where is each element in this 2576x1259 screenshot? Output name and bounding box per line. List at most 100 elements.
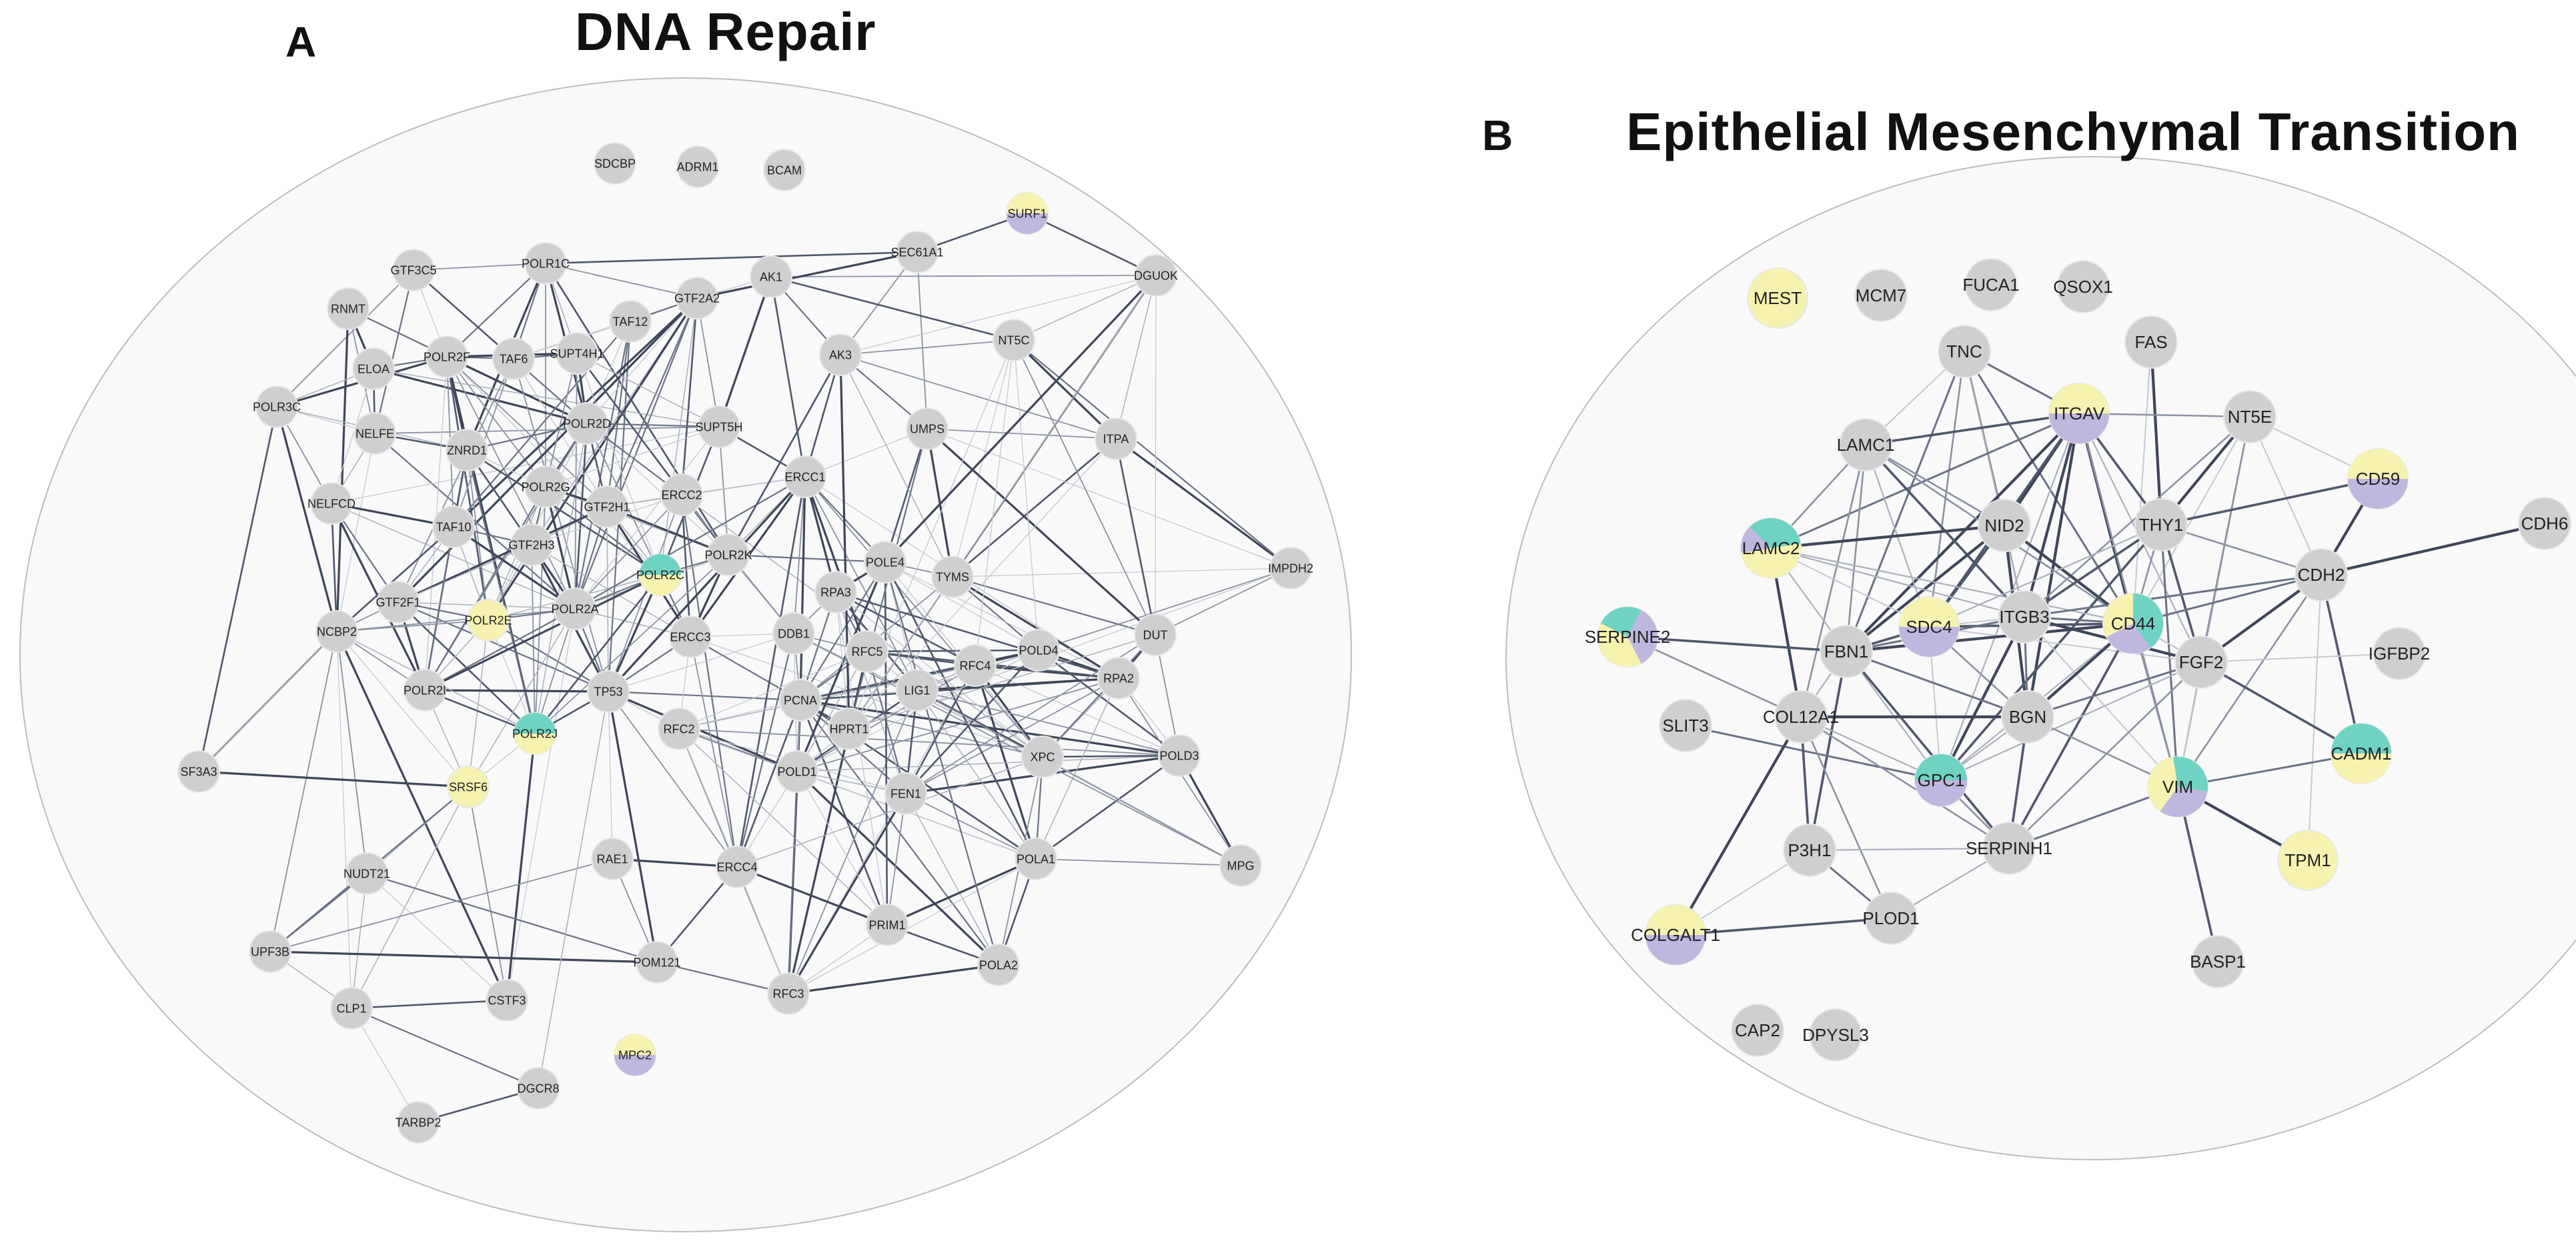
node-eloa[interactable]: ELOA xyxy=(352,347,395,390)
node-gtf2h3[interactable]: GTF2H3 xyxy=(508,523,555,566)
node-supt5h[interactable]: SUPT5H xyxy=(695,405,743,448)
node-pola1[interactable]: POLA1 xyxy=(1015,838,1057,880)
node-itgav[interactable]: ITGAV xyxy=(2048,383,2110,444)
node-taf12[interactable]: TAF12 xyxy=(609,300,652,343)
node-tyms[interactable]: TYMS xyxy=(931,555,974,598)
node-dut[interactable]: DUT xyxy=(1134,613,1177,656)
node-mpc2[interactable]: MPC2 xyxy=(614,1034,656,1076)
node-polr2g[interactable]: POLR2G xyxy=(521,465,570,508)
node-clp1[interactable]: CLP1 xyxy=(330,987,373,1030)
node-colgalt1[interactable]: COLGALT1 xyxy=(1631,904,1720,966)
node-rae1[interactable]: RAE1 xyxy=(591,838,634,880)
node-dpysl3[interactable]: DPYSL3 xyxy=(1802,1008,1869,1062)
node-rnmt[interactable]: RNMT xyxy=(327,287,370,330)
node-fas[interactable]: FAS xyxy=(2124,315,2178,369)
node-hprt1[interactable]: HPRT1 xyxy=(828,708,870,750)
node-ercc3[interactable]: ERCC3 xyxy=(669,615,712,658)
node-ercc4[interactable]: ERCC4 xyxy=(716,846,758,888)
node-gtf2f1[interactable]: GTF2F1 xyxy=(376,581,421,623)
node-rfc5[interactable]: RFC5 xyxy=(846,630,888,673)
node-pold4[interactable]: POLD4 xyxy=(1017,629,1060,672)
node-sec61a1[interactable]: SEC61A1 xyxy=(890,231,944,273)
node-pold3[interactable]: POLD3 xyxy=(1158,734,1201,777)
node-polr2e[interactable]: POLR2E xyxy=(464,599,512,642)
node-polr3c[interactable]: POLR3C xyxy=(253,385,301,428)
node-dguok[interactable]: DGUOK xyxy=(1134,254,1178,297)
node-polr2c[interactable]: POLR2C xyxy=(636,553,684,596)
node-thy1[interactable]: THY1 xyxy=(2134,498,2188,551)
node-col12a1[interactable]: COL12A1 xyxy=(1763,690,1839,744)
node-polr1c[interactable]: POLR1C xyxy=(522,242,570,285)
node-srsf6[interactable]: SRSF6 xyxy=(447,766,490,808)
node-ak1[interactable]: AK1 xyxy=(750,255,792,298)
node-fen1[interactable]: FEN1 xyxy=(884,772,927,815)
node-mpg[interactable]: MPG xyxy=(1219,844,1262,887)
node-lamc2[interactable]: LAMC2 xyxy=(1740,517,1802,579)
node-sf3a3[interactable]: SF3A3 xyxy=(177,750,220,793)
node-znrd1[interactable]: ZNRD1 xyxy=(446,429,488,471)
node-plod1[interactable]: PLOD1 xyxy=(1862,892,1920,945)
node-itgb3[interactable]: ITGB3 xyxy=(1998,590,2051,644)
node-fbn1[interactable]: FBN1 xyxy=(1820,625,1873,678)
node-rfc3[interactable]: RFC3 xyxy=(767,972,810,1015)
node-supt4h1[interactable]: SUPT4H1 xyxy=(550,332,604,375)
node-cstf3[interactable]: CSTF3 xyxy=(486,979,528,1022)
node-bcam[interactable]: BCAM xyxy=(763,149,806,191)
node-qsox1[interactable]: QSOX1 xyxy=(2053,260,2113,313)
node-rpa3[interactable]: RPA3 xyxy=(814,571,857,613)
node-cap2[interactable]: CAP2 xyxy=(1731,1004,1784,1057)
node-cdh6[interactable]: CDH6 xyxy=(2518,497,2571,550)
node-igfbp2[interactable]: IGFBP2 xyxy=(2369,627,2430,680)
node-ak3[interactable]: AK3 xyxy=(819,333,862,376)
node-ercc1[interactable]: ERCC1 xyxy=(784,455,826,498)
node-polr2j[interactable]: POLR2J xyxy=(512,712,558,755)
node-tnc[interactable]: TNC xyxy=(1938,325,1991,378)
node-nt5c[interactable]: NT5C xyxy=(993,319,1035,361)
node-p3h1[interactable]: P3H1 xyxy=(1783,824,1836,877)
node-surf1[interactable]: SURF1 xyxy=(1006,192,1049,235)
node-adrm1[interactable]: ADRM1 xyxy=(676,145,719,188)
node-dgcr8[interactable]: DGCR8 xyxy=(517,1067,560,1110)
node-mcm7[interactable]: MCM7 xyxy=(1854,269,1908,322)
node-nid2[interactable]: NID2 xyxy=(1978,499,2031,552)
node-sdc4[interactable]: SDC4 xyxy=(1898,596,1960,658)
node-polr2i[interactable]: POLR2I xyxy=(404,669,446,712)
node-basp1[interactable]: BASP1 xyxy=(2190,935,2246,988)
node-itpa[interactable]: ITPA xyxy=(1095,417,1137,460)
node-nelfe[interactable]: NELFE xyxy=(354,412,396,455)
node-tpm1[interactable]: TPM1 xyxy=(2277,830,2339,891)
node-serpinh1[interactable]: SERPINH1 xyxy=(1966,822,2052,875)
node-fuca1[interactable]: FUCA1 xyxy=(1962,258,2020,311)
node-polr2f[interactable]: POLR2F xyxy=(424,335,470,378)
node-pole4[interactable]: POLE4 xyxy=(864,541,906,583)
node-rfc2[interactable]: RFC2 xyxy=(658,708,700,750)
node-sdcbp[interactable]: SDCBP xyxy=(594,142,636,185)
node-slit3[interactable]: SLIT3 xyxy=(1659,699,1712,752)
node-mest[interactable]: MEST xyxy=(1747,267,1808,329)
node-lamc1[interactable]: LAMC1 xyxy=(1837,418,1895,471)
node-gtf2a2[interactable]: GTF2A2 xyxy=(674,277,720,319)
node-cadm1[interactable]: CADM1 xyxy=(2331,723,2392,784)
node-cdh2[interactable]: CDH2 xyxy=(2295,548,2348,601)
node-pola2[interactable]: POLA2 xyxy=(977,944,1020,986)
node-lig1[interactable]: LIG1 xyxy=(896,669,938,712)
node-tarbp2[interactable]: TARBP2 xyxy=(396,1101,442,1144)
node-taf6[interactable]: TAF6 xyxy=(492,337,535,380)
node-pom121[interactable]: POM121 xyxy=(633,941,681,984)
node-prim1[interactable]: PRIM1 xyxy=(866,904,908,946)
node-polr2d[interactable]: POLR2D xyxy=(563,402,611,445)
node-polr2a[interactable]: POLR2A xyxy=(551,587,599,630)
node-ddb1[interactable]: DDB1 xyxy=(772,612,815,655)
node-rfc4[interactable]: RFC4 xyxy=(954,644,997,687)
node-taf10[interactable]: TAF10 xyxy=(432,505,475,548)
node-pold1[interactable]: POLD1 xyxy=(776,750,818,793)
node-pcna[interactable]: PCNA xyxy=(779,679,822,722)
node-ercc2[interactable]: ERCC2 xyxy=(660,473,703,516)
node-bgn[interactable]: BGN xyxy=(2001,690,2054,744)
node-impdh2[interactable]: IMPDH2 xyxy=(1268,547,1313,589)
node-gtf3c5[interactable]: GTF3C5 xyxy=(390,249,437,291)
node-xpc[interactable]: XPC xyxy=(1021,736,1064,778)
node-nelfcd[interactable]: NELFCD xyxy=(307,482,356,525)
node-gpc1[interactable]: GPC1 xyxy=(1914,754,1968,807)
node-gtf2h1[interactable]: GTF2H1 xyxy=(584,485,630,528)
